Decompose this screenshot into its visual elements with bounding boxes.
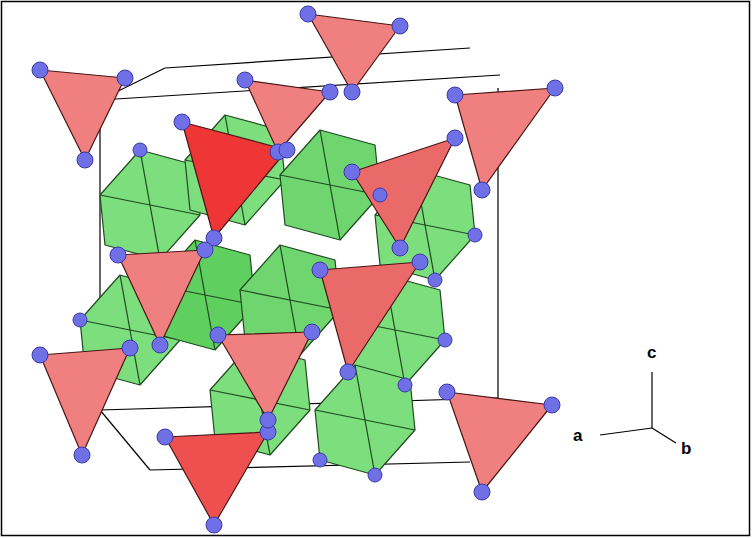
axis-label: b (681, 440, 691, 457)
axis-lines (600, 372, 676, 443)
atoms (32, 6, 563, 533)
unit-cell (100, 48, 500, 470)
octahedra (80, 115, 475, 475)
tetrahedra (40, 14, 555, 525)
axis-label: a (573, 427, 582, 444)
axis-label: c (647, 344, 656, 361)
